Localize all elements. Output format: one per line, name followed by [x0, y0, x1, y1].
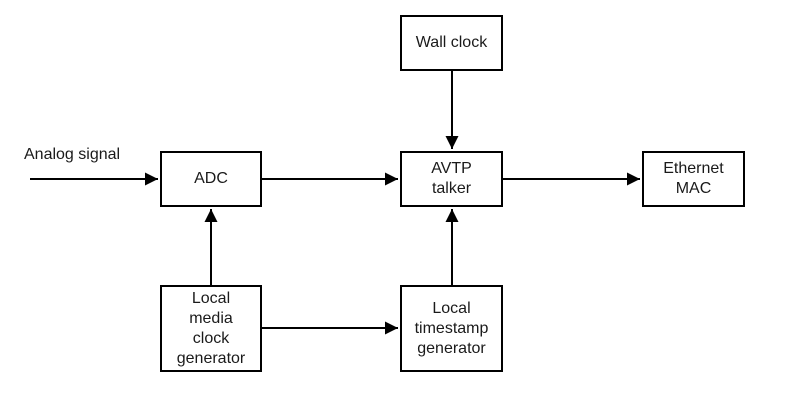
node-label-line: clock: [192, 329, 230, 347]
node-avtp-talker: AVTP talker: [400, 151, 503, 207]
node-local-timestamp-generator: Local timestamp generator: [400, 285, 503, 372]
node-adc: ADC: [160, 151, 262, 207]
node-local-media-clock-generator: Local media clock generator: [160, 285, 262, 372]
node-label-line: generator: [417, 339, 486, 357]
node-label-line: media: [189, 309, 233, 327]
node-label-line: talker: [431, 180, 472, 197]
label-analog-signal: Analog signal: [24, 146, 121, 163]
node-wall-clock: Wall clock: [400, 15, 503, 71]
node-label-line: AVTP: [431, 160, 472, 177]
node-label-line: ADC: [194, 170, 228, 187]
node-label-line: Wall clock: [415, 34, 488, 51]
node-label-line: Local: [432, 299, 471, 317]
node-label-line: Ethernet: [663, 160, 724, 177]
node-label-line: timestamp: [414, 319, 489, 337]
node-ethernet-mac: Ethernet MAC: [642, 151, 745, 207]
node-label-line: generator: [176, 349, 246, 367]
node-label-line: Local: [191, 289, 231, 307]
node-label-line: MAC: [675, 180, 712, 197]
